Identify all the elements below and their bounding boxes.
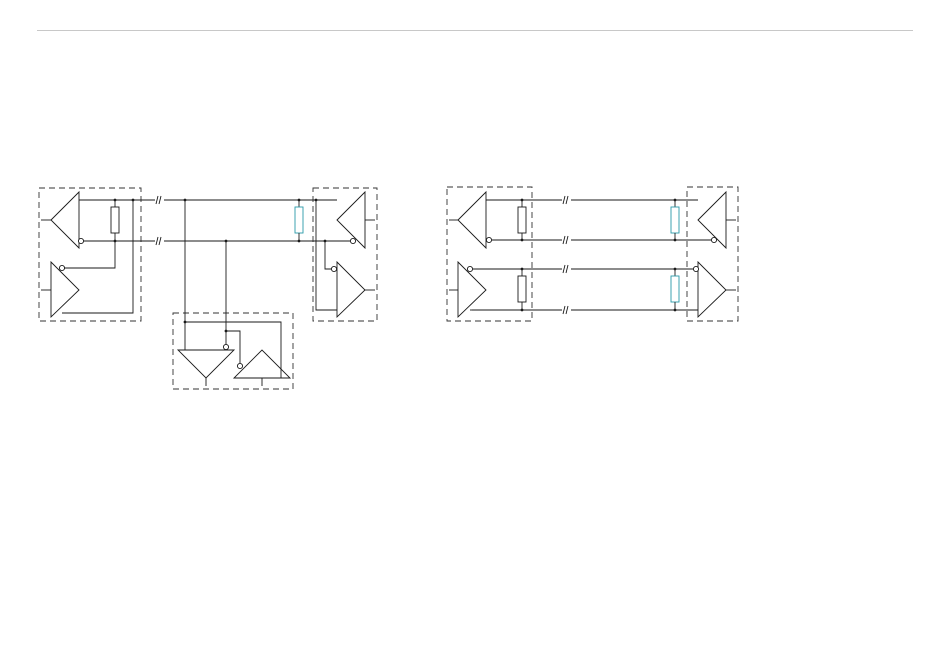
right-driver	[337, 262, 365, 317]
bottom-driver-inv	[237, 363, 242, 368]
right-driver	[698, 262, 726, 317]
right-node-box	[687, 187, 738, 321]
junction-dot	[315, 199, 318, 202]
junction-dot	[184, 321, 187, 324]
left-receiver-inv	[486, 237, 491, 242]
junction-dot	[521, 199, 524, 202]
junction-dot	[225, 240, 228, 243]
junction-dot	[674, 199, 677, 202]
left-receiver-inv	[78, 238, 83, 243]
line-break	[563, 236, 568, 244]
junction-dot	[298, 240, 301, 243]
left-receiver	[458, 192, 486, 248]
termination-resistor-tx	[671, 276, 679, 302]
line-break-a	[156, 196, 161, 204]
four-wire-link-diagram	[447, 187, 738, 321]
left-node-resistor	[111, 207, 119, 233]
left-driver	[51, 262, 79, 317]
right-receiver-inv	[350, 238, 355, 243]
junction-dot	[674, 309, 677, 312]
junction-dot	[114, 199, 117, 202]
junction-dot	[324, 240, 327, 243]
junction-dot	[114, 240, 117, 243]
junction-dot	[521, 309, 524, 312]
junction-dot	[184, 199, 187, 202]
line-break-b	[156, 237, 161, 245]
left-driver-wire-b	[64, 241, 115, 268]
line-break	[563, 306, 568, 314]
line-break	[563, 265, 568, 273]
junction-dot	[674, 239, 677, 242]
bottom-receiver	[178, 350, 234, 378]
junction-dot	[132, 199, 135, 202]
bottom-receiver-inv	[223, 344, 228, 349]
junction-dot	[298, 199, 301, 202]
left-node-box	[39, 188, 141, 321]
left-receiver	[51, 192, 79, 248]
bottom-driver	[234, 350, 290, 378]
junction-dot	[674, 268, 677, 271]
two-wire-bus-diagram	[39, 188, 377, 389]
left-driver-inv	[467, 266, 472, 271]
junction-dot	[521, 268, 524, 271]
right-node-box	[313, 188, 377, 321]
right-receiver-inv	[711, 237, 716, 242]
left-driver-inv	[59, 265, 64, 270]
right-termination-resistor	[295, 207, 303, 233]
left-node-resistor-rx	[518, 207, 526, 233]
right-driver-inv	[331, 266, 336, 271]
line-break	[563, 196, 568, 204]
right-driver-wire-b	[325, 241, 331, 269]
right-driver-inv	[693, 266, 698, 271]
junction-dot	[521, 239, 524, 242]
left-node-resistor-tx	[518, 276, 526, 302]
termination-resistor-rx	[671, 207, 679, 233]
right-driver-wire-a	[316, 200, 337, 310]
junction-dot	[225, 330, 228, 333]
